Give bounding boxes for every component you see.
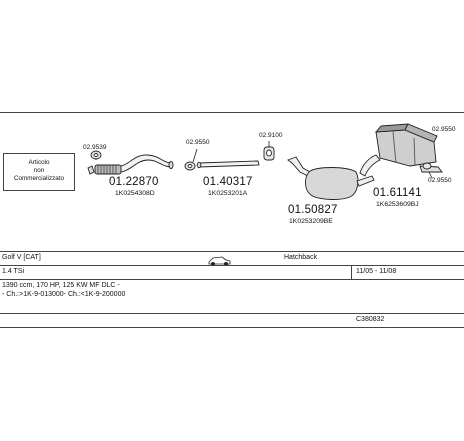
info-table-top-border: [0, 251, 464, 252]
gasket-2-part: [184, 161, 196, 171]
part-number-center-muffler: 01.50827: [288, 204, 338, 216]
callout-label-5: 02.9550: [428, 177, 452, 184]
production-period: 11/05 - 11/08: [356, 268, 397, 275]
clamp-3-part: [263, 146, 275, 161]
row-divider-3: [0, 313, 464, 314]
vehicle-body-type: Hatchback: [284, 254, 318, 261]
not-marketed-note-box: Articolo non Commercializzato: [3, 153, 75, 191]
diagram-top-border: [0, 112, 464, 113]
oem-number-intermediate-pipe: 1K0253201A: [208, 190, 248, 197]
part-number-front-pipe: 01.22870: [109, 176, 159, 188]
callout-label-4: 02.9550: [432, 126, 456, 133]
callout-label-3: 02.9100: [259, 132, 283, 139]
oem-number-front-pipe: 1K0254308D: [115, 190, 155, 197]
note-line-2: non: [33, 167, 45, 174]
front-pipe-part: [87, 154, 174, 175]
oem-number-center-muffler: 1K0253209BE: [289, 218, 333, 225]
note-line-1: Articolo: [28, 159, 50, 166]
oem-number-rear-muffler: 1K6253609BJ: [376, 201, 419, 208]
center-muffler-part: [287, 156, 375, 200]
vehicle-engine: 1.4 TSi: [2, 268, 25, 275]
row-divider-1: [0, 265, 464, 266]
intermediate-pipe-part: [196, 160, 260, 169]
callout-label-2: 02.9550: [186, 139, 210, 146]
callout-leader-2: [192, 148, 198, 163]
chassis-range: - Ch.:>1K-9-013000- Ch.:<1K-9-200000: [2, 291, 126, 298]
callout-label-1: 02.9539: [83, 144, 107, 151]
row-divider-2: [0, 279, 464, 280]
catalog-code: C380832: [356, 316, 385, 323]
part-number-intermediate-pipe: 01.40317: [203, 176, 253, 188]
clamp-5-part: [422, 162, 432, 170]
vehicle-model: Golf V [CAT]: [2, 254, 41, 261]
part-number-rear-muffler: 01.61141: [373, 187, 422, 199]
column-divider: [351, 265, 352, 279]
engine-specs: 1390 ccm, 170 HP, 125 KW MF DLC -: [2, 282, 120, 289]
note-line-3: Commercializzato: [13, 175, 65, 182]
info-table-bottom-border: [0, 327, 464, 328]
gasket-1-part: [90, 150, 102, 160]
